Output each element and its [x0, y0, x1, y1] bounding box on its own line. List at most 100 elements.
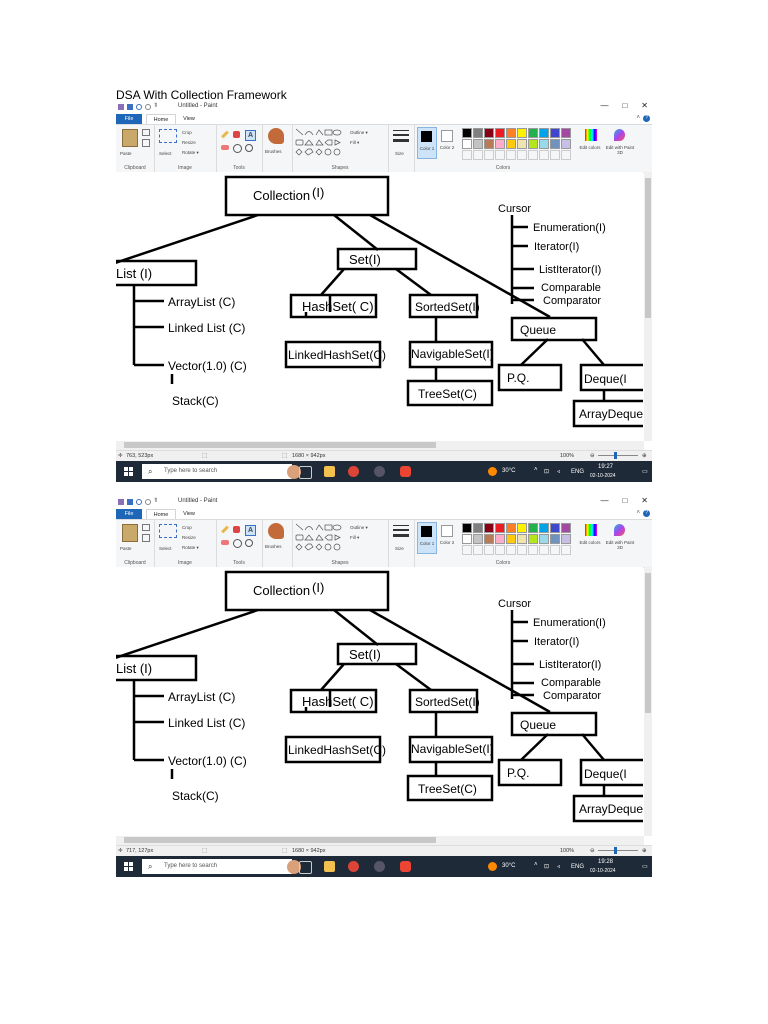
- taskbar-search[interactable]: ⌕ Type here to search: [142, 859, 292, 874]
- paint-taskbar-icon[interactable]: [374, 861, 385, 872]
- chrome-icon[interactable]: [348, 466, 359, 477]
- eraser-icon[interactable]: [221, 540, 229, 545]
- paint3d-button[interactable]: Edit with Paint 3D: [604, 540, 636, 550]
- palette-swatch[interactable]: [517, 534, 527, 544]
- palette-swatch[interactable]: [528, 128, 538, 138]
- pencil-icon[interactable]: [221, 526, 229, 534]
- collapse-ribbon-icon[interactable]: ˄: [636, 510, 640, 516]
- palette-swatch[interactable]: [561, 523, 571, 533]
- network-icon[interactable]: ⊡: [544, 863, 549, 870]
- rotate-button[interactable]: Rotate ▾: [182, 545, 199, 551]
- drawing-canvas[interactable]: Collection (I) List (I) Set(I) HashSet( …: [116, 567, 643, 836]
- temperature[interactable]: 30°C: [502, 468, 515, 474]
- pencil-icon[interactable]: [221, 131, 229, 139]
- redo-icon[interactable]: [145, 499, 151, 505]
- palette-swatch[interactable]: [561, 128, 571, 138]
- custom-color-slot[interactable]: [506, 545, 516, 555]
- cut-icon[interactable]: [142, 129, 150, 136]
- palette-swatch[interactable]: [539, 534, 549, 544]
- zoom-in-icon[interactable]: ⊕: [642, 848, 647, 854]
- outline-dropdown[interactable]: Outline ▾: [350, 130, 368, 136]
- customize-qa-icon[interactable]: ⫪: [154, 103, 157, 110]
- shapes-gallery-icon[interactable]: [295, 523, 345, 553]
- horizontal-scroll-thumb[interactable]: [124, 442, 436, 448]
- clock-date[interactable]: 02-10-2024: [590, 473, 616, 479]
- palette-swatch[interactable]: [473, 534, 483, 544]
- copy-icon[interactable]: [142, 534, 150, 542]
- outline-dropdown[interactable]: Outline ▾: [350, 525, 368, 531]
- size-icon[interactable]: [393, 525, 409, 526]
- clipboard-icon[interactable]: [122, 524, 138, 542]
- windows-start-icon[interactable]: [124, 862, 133, 871]
- crop-button[interactable]: Crop: [182, 130, 192, 135]
- maximize-button[interactable]: □: [622, 101, 627, 110]
- zoom-slider[interactable]: [598, 455, 638, 456]
- paint3d-icon[interactable]: [614, 129, 625, 141]
- text-icon[interactable]: A: [245, 130, 256, 141]
- tab-view[interactable]: View: [178, 114, 200, 124]
- palette-swatch[interactable]: [495, 128, 505, 138]
- palette-swatch[interactable]: [462, 139, 472, 149]
- fill-dropdown[interactable]: Fill ▾: [350, 535, 359, 541]
- clock-date[interactable]: 02-10-2024: [590, 868, 616, 874]
- palette-swatch[interactable]: [506, 534, 516, 544]
- palette-swatch[interactable]: [550, 139, 560, 149]
- resize-button[interactable]: Resize: [182, 140, 196, 145]
- maximize-button[interactable]: □: [622, 496, 627, 505]
- edit-colors-button[interactable]: Edit colors: [578, 145, 602, 150]
- palette-swatch[interactable]: [539, 128, 549, 138]
- horizontal-scrollbar[interactable]: [116, 836, 644, 845]
- edit-colors-icon[interactable]: [585, 524, 597, 536]
- crop-button[interactable]: Crop: [182, 525, 192, 530]
- palette-swatch[interactable]: [528, 534, 538, 544]
- drawing-canvas[interactable]: Collection (I) List (I) Set(I) HashSet( …: [116, 172, 643, 441]
- size-button[interactable]: Size: [395, 151, 404, 156]
- tray-arrow-icon[interactable]: ˄: [534, 862, 538, 868]
- minimize-button[interactable]: —: [600, 496, 608, 505]
- select-icon[interactable]: [159, 524, 177, 538]
- custom-color-slot[interactable]: [462, 150, 472, 160]
- color2-button[interactable]: Color 2: [438, 522, 456, 552]
- palette-swatch[interactable]: [462, 128, 472, 138]
- custom-color-slot[interactable]: [473, 150, 483, 160]
- palette-swatch[interactable]: [473, 128, 483, 138]
- task-view-icon[interactable]: [299, 466, 312, 479]
- fill-dropdown[interactable]: Fill ▾: [350, 140, 359, 146]
- color1-button[interactable]: Color 1: [417, 522, 437, 554]
- palette-swatch[interactable]: [550, 523, 560, 533]
- palette-swatch[interactable]: [462, 523, 472, 533]
- select-button[interactable]: Select: [159, 151, 172, 156]
- clock-time[interactable]: 19:28: [598, 859, 613, 865]
- cut-icon[interactable]: [142, 524, 150, 531]
- palette-swatch[interactable]: [495, 523, 505, 533]
- zoom-out-icon[interactable]: ⊖: [590, 453, 595, 459]
- custom-color-slot[interactable]: [550, 545, 560, 555]
- weather-icon[interactable]: [488, 862, 497, 871]
- language-indicator[interactable]: ENG: [571, 469, 584, 475]
- search-input[interactable]: Type here to search: [164, 468, 217, 474]
- custom-color-slot[interactable]: [473, 545, 483, 555]
- redo-icon[interactable]: [145, 104, 151, 110]
- horizontal-scrollbar[interactable]: [116, 441, 644, 450]
- wps-office-icon[interactable]: [400, 861, 411, 872]
- palette-swatch[interactable]: [484, 128, 494, 138]
- magnifier-icon[interactable]: [245, 539, 253, 547]
- paint3d-icon[interactable]: [614, 524, 625, 536]
- undo-icon[interactable]: [136, 104, 142, 110]
- custom-color-slot[interactable]: [517, 545, 527, 555]
- notification-icon[interactable]: ▭: [642, 863, 648, 870]
- select-button[interactable]: Select: [159, 546, 172, 551]
- custom-color-slot[interactable]: [561, 545, 571, 555]
- taskbar-search[interactable]: ⌕ Type here to search: [142, 464, 292, 479]
- palette-swatch[interactable]: [484, 523, 494, 533]
- custom-color-slot[interactable]: [528, 150, 538, 160]
- custom-color-slot[interactable]: [539, 150, 549, 160]
- brushes-button[interactable]: Brushes: [265, 149, 282, 154]
- custom-color-slot[interactable]: [561, 150, 571, 160]
- palette-swatch[interactable]: [484, 139, 494, 149]
- fill-icon[interactable]: [233, 526, 240, 533]
- vertical-scrollbar[interactable]: [644, 567, 652, 836]
- brushes-icon[interactable]: [268, 523, 284, 539]
- weather-icon[interactable]: [488, 467, 497, 476]
- task-view-icon[interactable]: [299, 861, 312, 874]
